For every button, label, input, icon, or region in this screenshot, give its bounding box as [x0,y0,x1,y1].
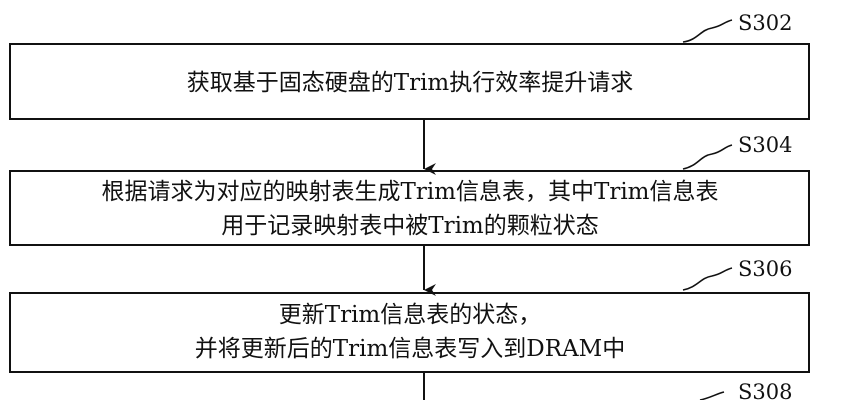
step-label-s306: S306 [738,257,792,281]
step-box-s306 [9,292,810,373]
step-label-leader-s302 [682,19,733,43]
step-text-s304-line-2: 用于记录映射表中被Trim的颗粒状态 [221,213,599,239]
step-label-s302: S302 [738,11,792,35]
step-label-s304: S304 [738,133,792,157]
step-text-s304-line-1: 根据请求为对应的映射表生成Trim信息表，其中Trim信息表 [101,179,718,205]
step-label-s308: S308 [738,380,792,400]
step-label-leader-s304 [682,144,733,170]
step-box-s302 [9,43,810,120]
step-label-leader-s308 [699,391,725,400]
step-text-s302-line-1: 获取基于固态硬盘的Trim执行效率提升请求 [187,70,634,96]
step-text-s306-line-2: 并将更新后的Trim信息表写入到DRAM中 [195,336,625,362]
step-text-s306-line-1: 更新Trim信息表的状态， [279,302,542,328]
step-box-s304 [9,170,810,246]
step-label-leader-s306 [682,267,733,291]
